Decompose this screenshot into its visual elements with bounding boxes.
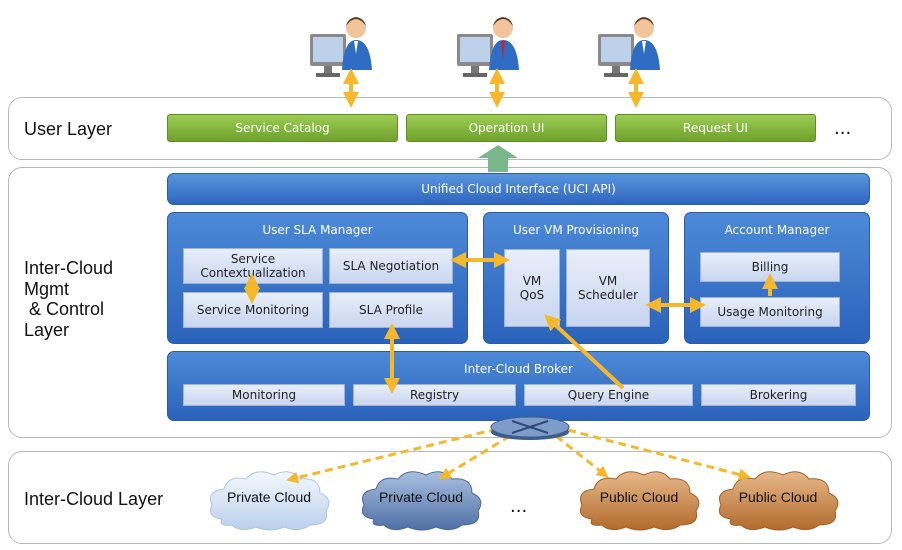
network-hub-icon (490, 416, 570, 440)
inter-cloud-broker-title: Inter-Cloud Broker (464, 362, 573, 376)
hub-private-cloud-2-link (438, 434, 511, 480)
account-manager-title: Account Manager (724, 223, 830, 237)
private-cloud-2: Private Cloud (356, 467, 486, 533)
private-cloud-1-label: Private Cloud (226, 489, 312, 505)
uci-api-bar: Unified Cloud Interface (UCI API) (167, 173, 870, 205)
user-layer-label: User Layer (24, 119, 113, 139)
public-cloud-2-label: Public Cloud (738, 489, 818, 505)
hub-public-cloud-1-link (555, 434, 609, 478)
cloud-icon (209, 471, 330, 531)
cloud-icon (579, 471, 700, 531)
vm-qos-box: VM QoS (504, 249, 560, 327)
usage-monitoring-box: Usage Monitoring (700, 297, 840, 327)
cloud-layer-ellipsis: ... (510, 496, 528, 517)
broker-brokering-box: Brokering (701, 384, 856, 406)
cloud-icon (361, 471, 482, 531)
vm-scheduler-box: VM Scheduler (566, 249, 650, 327)
user-computer-icon (457, 17, 519, 77)
mgmt-label-line-1: Inter-Cloud (24, 258, 114, 278)
service-catalog-button[interactable]: Service Catalog (167, 114, 398, 142)
user-computer-icon (598, 17, 660, 77)
public-cloud-2: Public Cloud (710, 467, 846, 533)
mgmt-label-line-2: Mgmt (24, 278, 69, 299)
public-cloud-1: Public Cloud (571, 467, 707, 533)
mgmt-layer-label: Inter-Cloud Mgmt & Control Layer (24, 258, 113, 341)
mgmt-label-line-4: Layer (24, 320, 70, 341)
operation-ui-button[interactable]: Operation UI (406, 114, 607, 142)
user-sla-manager-title: User SLA Manager (262, 223, 373, 237)
private-cloud-1: Private Cloud (204, 467, 334, 533)
sla-negotiation-box: SLA Negotiation (329, 248, 453, 284)
hub-private-cloud-1-link (286, 427, 498, 484)
request-ui-button[interactable]: Request UI (615, 114, 816, 142)
sla-profile-box: SLA Profile (329, 292, 453, 328)
uci-up-arrow (478, 145, 518, 172)
cloud-icon (718, 471, 839, 531)
qos-query-engine-arrow (544, 314, 625, 390)
public-cloud-1-label: Public Cloud (599, 489, 679, 505)
hub-public-cloud-2-link (567, 428, 751, 481)
broker-monitoring-box: Monitoring (183, 384, 345, 406)
user-layer-ellipsis: ... (834, 118, 852, 139)
mgmt-label-line-3: & Control (24, 299, 105, 320)
private-cloud-2-label: Private Cloud (378, 489, 464, 505)
broker-query-engine-box: Query Engine (524, 384, 693, 406)
inter-cloud-layer-label: Inter-Cloud Layer (24, 489, 164, 509)
user-computer-icon (310, 17, 372, 77)
user-vm-provisioning-title: User VM Provisioning (512, 223, 640, 237)
